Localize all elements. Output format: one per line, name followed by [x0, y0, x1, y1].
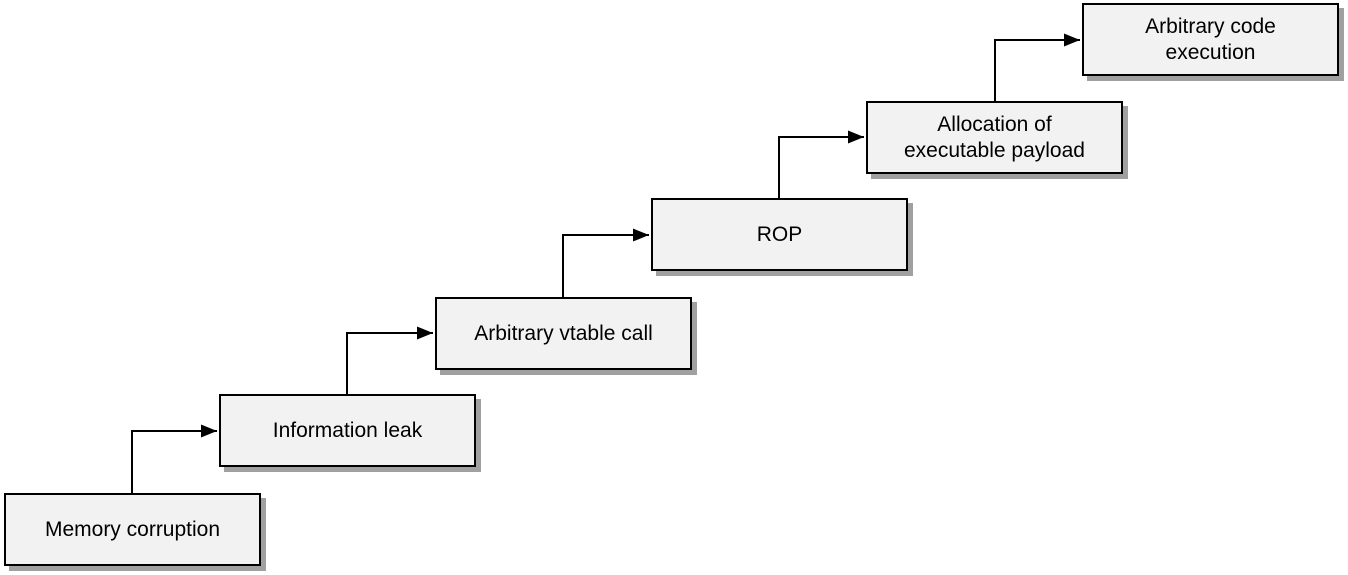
edge-allocation-of-executable-payload-to-arbitrary-code-execution	[994, 33, 1080, 101]
node-label-rop: ROP	[756, 222, 803, 246]
node-information-leak: Information leak	[219, 394, 476, 467]
edge-information-leak-to-arbitrary-vtable-call	[346, 326, 433, 394]
edge-arbitrary-vtable-call-to-rop	[562, 228, 649, 297]
node-label-memory-corruption: Memory corruption	[44, 517, 221, 541]
node-label-allocation-of-executable-payload: Allocation of executable payload	[904, 112, 1085, 162]
edge-rop-to-allocation-of-executable-payload	[778, 130, 864, 198]
node-arbitrary-code-execution: Arbitrary code execution	[1082, 3, 1339, 76]
node-label-information-leak: Information leak	[272, 418, 423, 442]
node-memory-corruption: Memory corruption	[4, 493, 261, 566]
edge-memory-corruption-to-information-leak	[131, 424, 217, 493]
node-arbitrary-vtable-call: Arbitrary vtable call	[435, 297, 692, 370]
node-rop: ROP	[651, 198, 908, 271]
node-allocation-of-executable-payload: Allocation of executable payload	[866, 101, 1123, 174]
node-label-arbitrary-vtable-call: Arbitrary vtable call	[474, 321, 653, 345]
node-label-arbitrary-code-execution: Arbitrary code execution	[1145, 14, 1276, 64]
